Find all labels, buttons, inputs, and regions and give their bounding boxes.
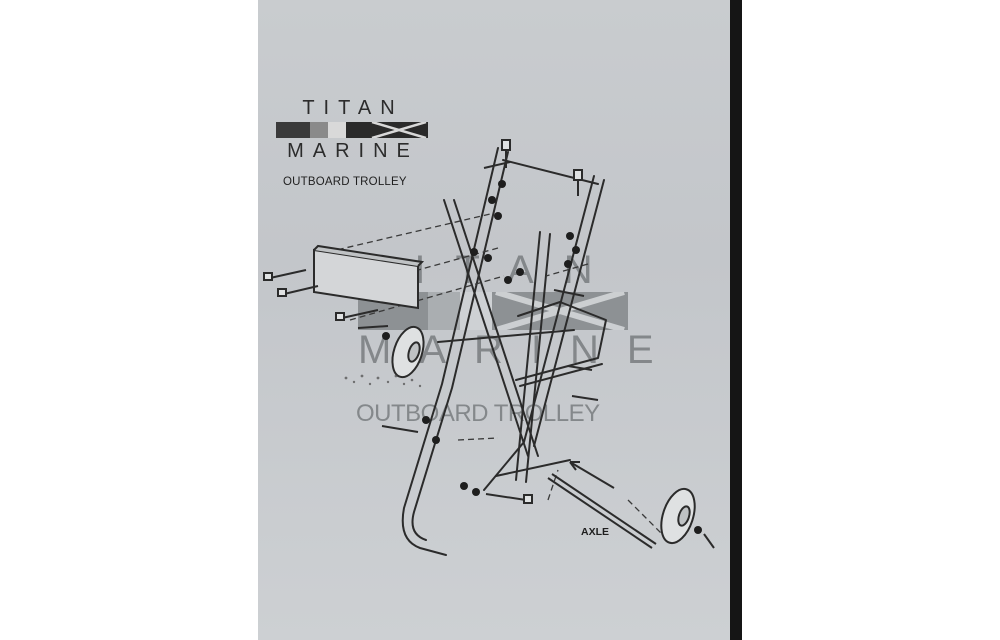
- logo-mark: [276, 122, 428, 138]
- support-loop: [515, 301, 607, 381]
- front-upright-left: [515, 231, 541, 481]
- rear-frame-left-tube: [401, 147, 499, 556]
- support-loop-inner: [519, 363, 603, 387]
- product-subtitle: OUTBOARD TROLLEY: [283, 176, 407, 188]
- axle-arrow: [569, 461, 615, 489]
- watermark-product: OUTBOARD TROLLEY: [356, 400, 600, 427]
- exploded-trolley-diagram: [263, 139, 715, 556]
- front-frame-right-tube: [533, 179, 605, 447]
- axle-rod: [547, 477, 653, 549]
- axle-label: AXLE: [581, 526, 610, 538]
- foot-bar: [495, 459, 571, 477]
- brand-logo: TITAN MARINE: [273, 98, 433, 162]
- cross-tube-mid: [437, 329, 575, 343]
- sheet-edge-shadow: [730, 0, 742, 640]
- cross-tube-top: [502, 159, 599, 185]
- logo-word-top: TITAN: [302, 97, 404, 119]
- rear-frame-right-tube: [411, 151, 509, 541]
- cross-brace-diagonal-1: [443, 199, 529, 457]
- logo-word-bottom: MARINE: [287, 140, 419, 162]
- cross-brace-diagonal-2: [453, 199, 539, 457]
